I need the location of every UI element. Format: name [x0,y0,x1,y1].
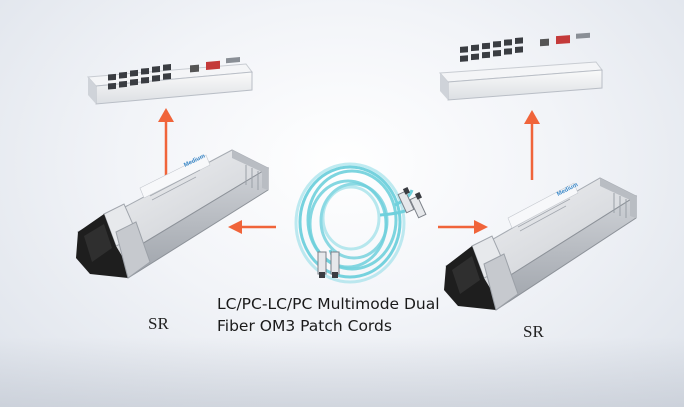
left-up-arrow [158,108,174,177]
left-horizontal-arrow [228,220,276,234]
patch-cord-caption: LC/PC-LC/PC Multimode Dual Fiber OM3 Pat… [217,293,477,337]
right-module-label: SR [523,322,544,341]
patch-cord-coil [294,162,419,284]
right-sfp-transceiver: Medium [444,177,638,311]
right-horizontal-arrow [438,220,488,234]
left-sfp-transceiver: Medium [76,149,270,279]
lc-connector-top [397,187,427,219]
caption-line-2: Fiber OM3 Patch Cords [217,317,392,335]
left-network-switch [86,57,253,105]
right-up-arrow [524,110,540,180]
left-module-label: SR [148,314,169,333]
lc-connector-bottom [317,251,340,278]
caption-line-1: LC/PC-LC/PC Multimode Dual [217,295,440,313]
right-network-switch [438,32,603,101]
